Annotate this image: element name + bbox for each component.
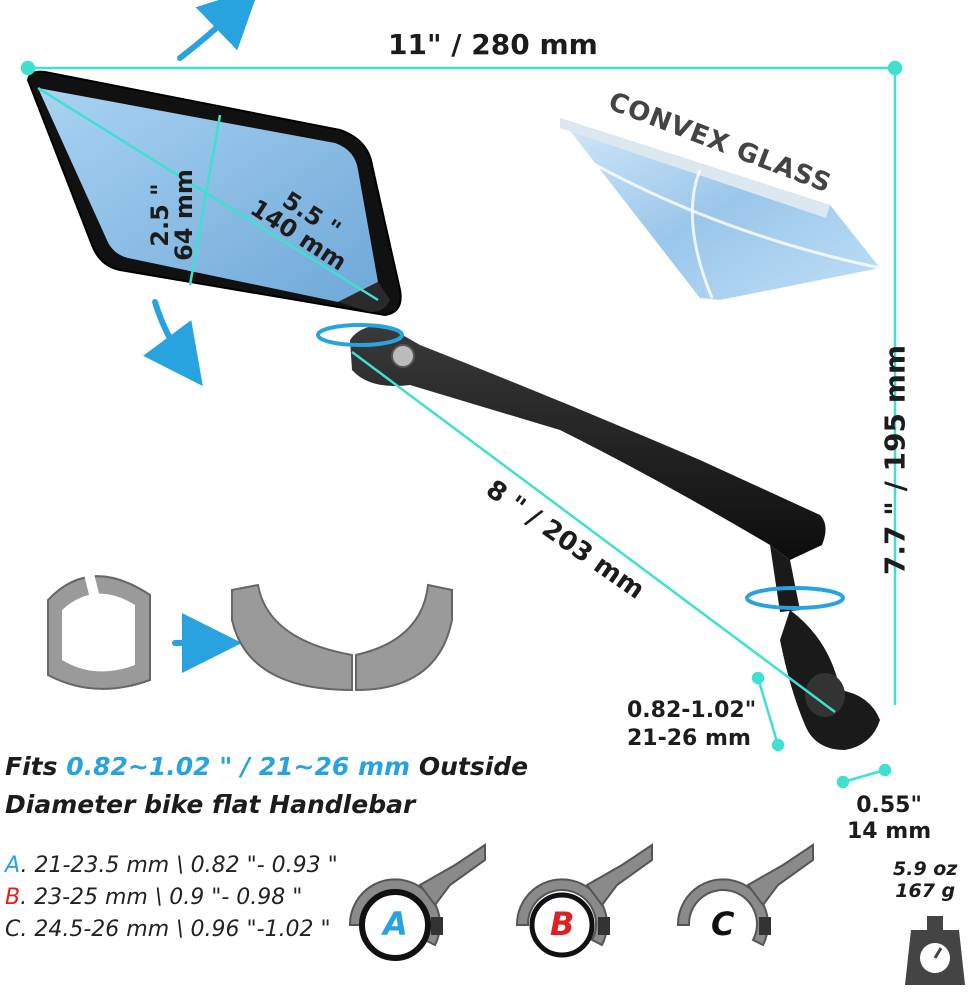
weight-label: 5.9 oz 167 g <box>893 858 957 902</box>
size-tag-c: C <box>5 917 21 942</box>
weight-oz: 5.9 oz <box>893 858 958 880</box>
fits-line-1: Fits 0.82~1.02 " / 21~26 mm Outside <box>5 748 528 786</box>
clamp-ring-b <box>515 843 653 958</box>
mirror-height-label: 2.5 " 64 mm <box>146 169 198 261</box>
scale-icon <box>905 916 965 985</box>
shim-illustration <box>47 568 453 692</box>
fits-line-2: Diameter bike flat Handlebar <box>5 790 416 819</box>
size-text-c: . 24.5-26 mm \ 0.96 "-1.02 " <box>20 917 331 942</box>
fits-range: 0.82~1.02 " / 21~26 mm <box>66 752 411 781</box>
size-text-b: . 23-25 mm \ 0.9 "- 0.98 " <box>20 885 303 910</box>
clamp-width-in: 0.55" <box>856 793 922 818</box>
overall-height-label: 7.7 " / 195 mm <box>878 344 912 576</box>
fits-description: Fits 0.82~1.02 " / 21~26 mm Outside Diam… <box>5 748 528 824</box>
rotate-arrow-icon <box>143 0 845 610</box>
ring-letter-c: C <box>711 905 735 943</box>
clamp-range-in: 0.82-1.02" <box>627 698 757 723</box>
ring-letter-b: B <box>550 905 575 943</box>
clamp-range-mm: 21-26 mm <box>627 726 751 751</box>
size-tag-a: A <box>5 853 21 878</box>
clamp-rings <box>348 843 814 961</box>
size-item-c: C. 24.5-26 mm \ 0.96 "-1.02 " <box>5 914 338 946</box>
convex-glass-illustration <box>551 118 881 300</box>
mirror-height-in: 2.5 " <box>146 183 174 247</box>
dimension-lines <box>20 60 903 789</box>
overall-width-label: 11" / 280 mm <box>388 28 598 61</box>
size-list: A. 21-23.5 mm \ 0.82 "- 0.93 " B. 23-25 … <box>5 850 338 946</box>
mirror-height-mm: 64 mm <box>170 169 198 261</box>
clamp-width-mm: 14 mm <box>847 819 932 844</box>
ring-letter-a: A <box>383 905 408 943</box>
fits-suffix: Outside <box>410 752 529 781</box>
size-item-b: B. 23-25 mm \ 0.9 "- 0.98 " <box>5 882 338 914</box>
size-tag-b: B <box>5 885 21 910</box>
size-text-a: . 21-23.5 mm \ 0.82 "- 0.93 " <box>20 853 338 878</box>
clamp-ring-a <box>348 843 486 961</box>
size-item-a: A. 21-23.5 mm \ 0.82 "- 0.93 " <box>5 850 338 882</box>
weight-g: 167 g <box>895 880 956 902</box>
fits-prefix: Fits <box>5 752 67 781</box>
clamp-range-label: 0.82-1.02" 21-26 mm <box>627 697 756 753</box>
clamp-width-label: 0.55" 14 mm <box>847 793 931 845</box>
mirror-arm <box>350 325 880 750</box>
clamp-ring-c <box>676 843 814 955</box>
